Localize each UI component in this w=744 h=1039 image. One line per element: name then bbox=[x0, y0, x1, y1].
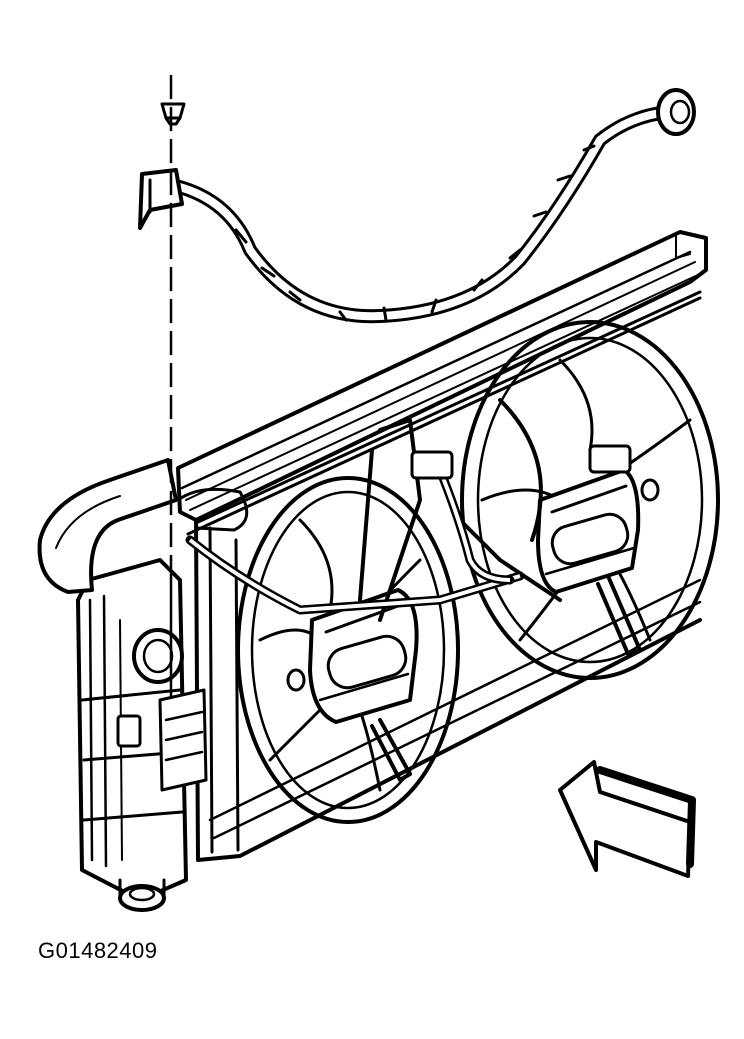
lower-mount bbox=[116, 688, 208, 792]
overhead-wiring-harness bbox=[138, 88, 696, 324]
motor-struts bbox=[358, 398, 642, 782]
fan-wiring-harness bbox=[185, 444, 632, 615]
left-fan bbox=[236, 476, 460, 824]
left-fan-motor bbox=[286, 588, 419, 724]
right-fan-motor bbox=[536, 468, 660, 594]
front-direction-arrow bbox=[558, 760, 696, 878]
figure-reference-number: G01482409 bbox=[38, 938, 158, 963]
radiator-top-rail bbox=[176, 230, 708, 524]
right-fan bbox=[460, 320, 720, 680]
